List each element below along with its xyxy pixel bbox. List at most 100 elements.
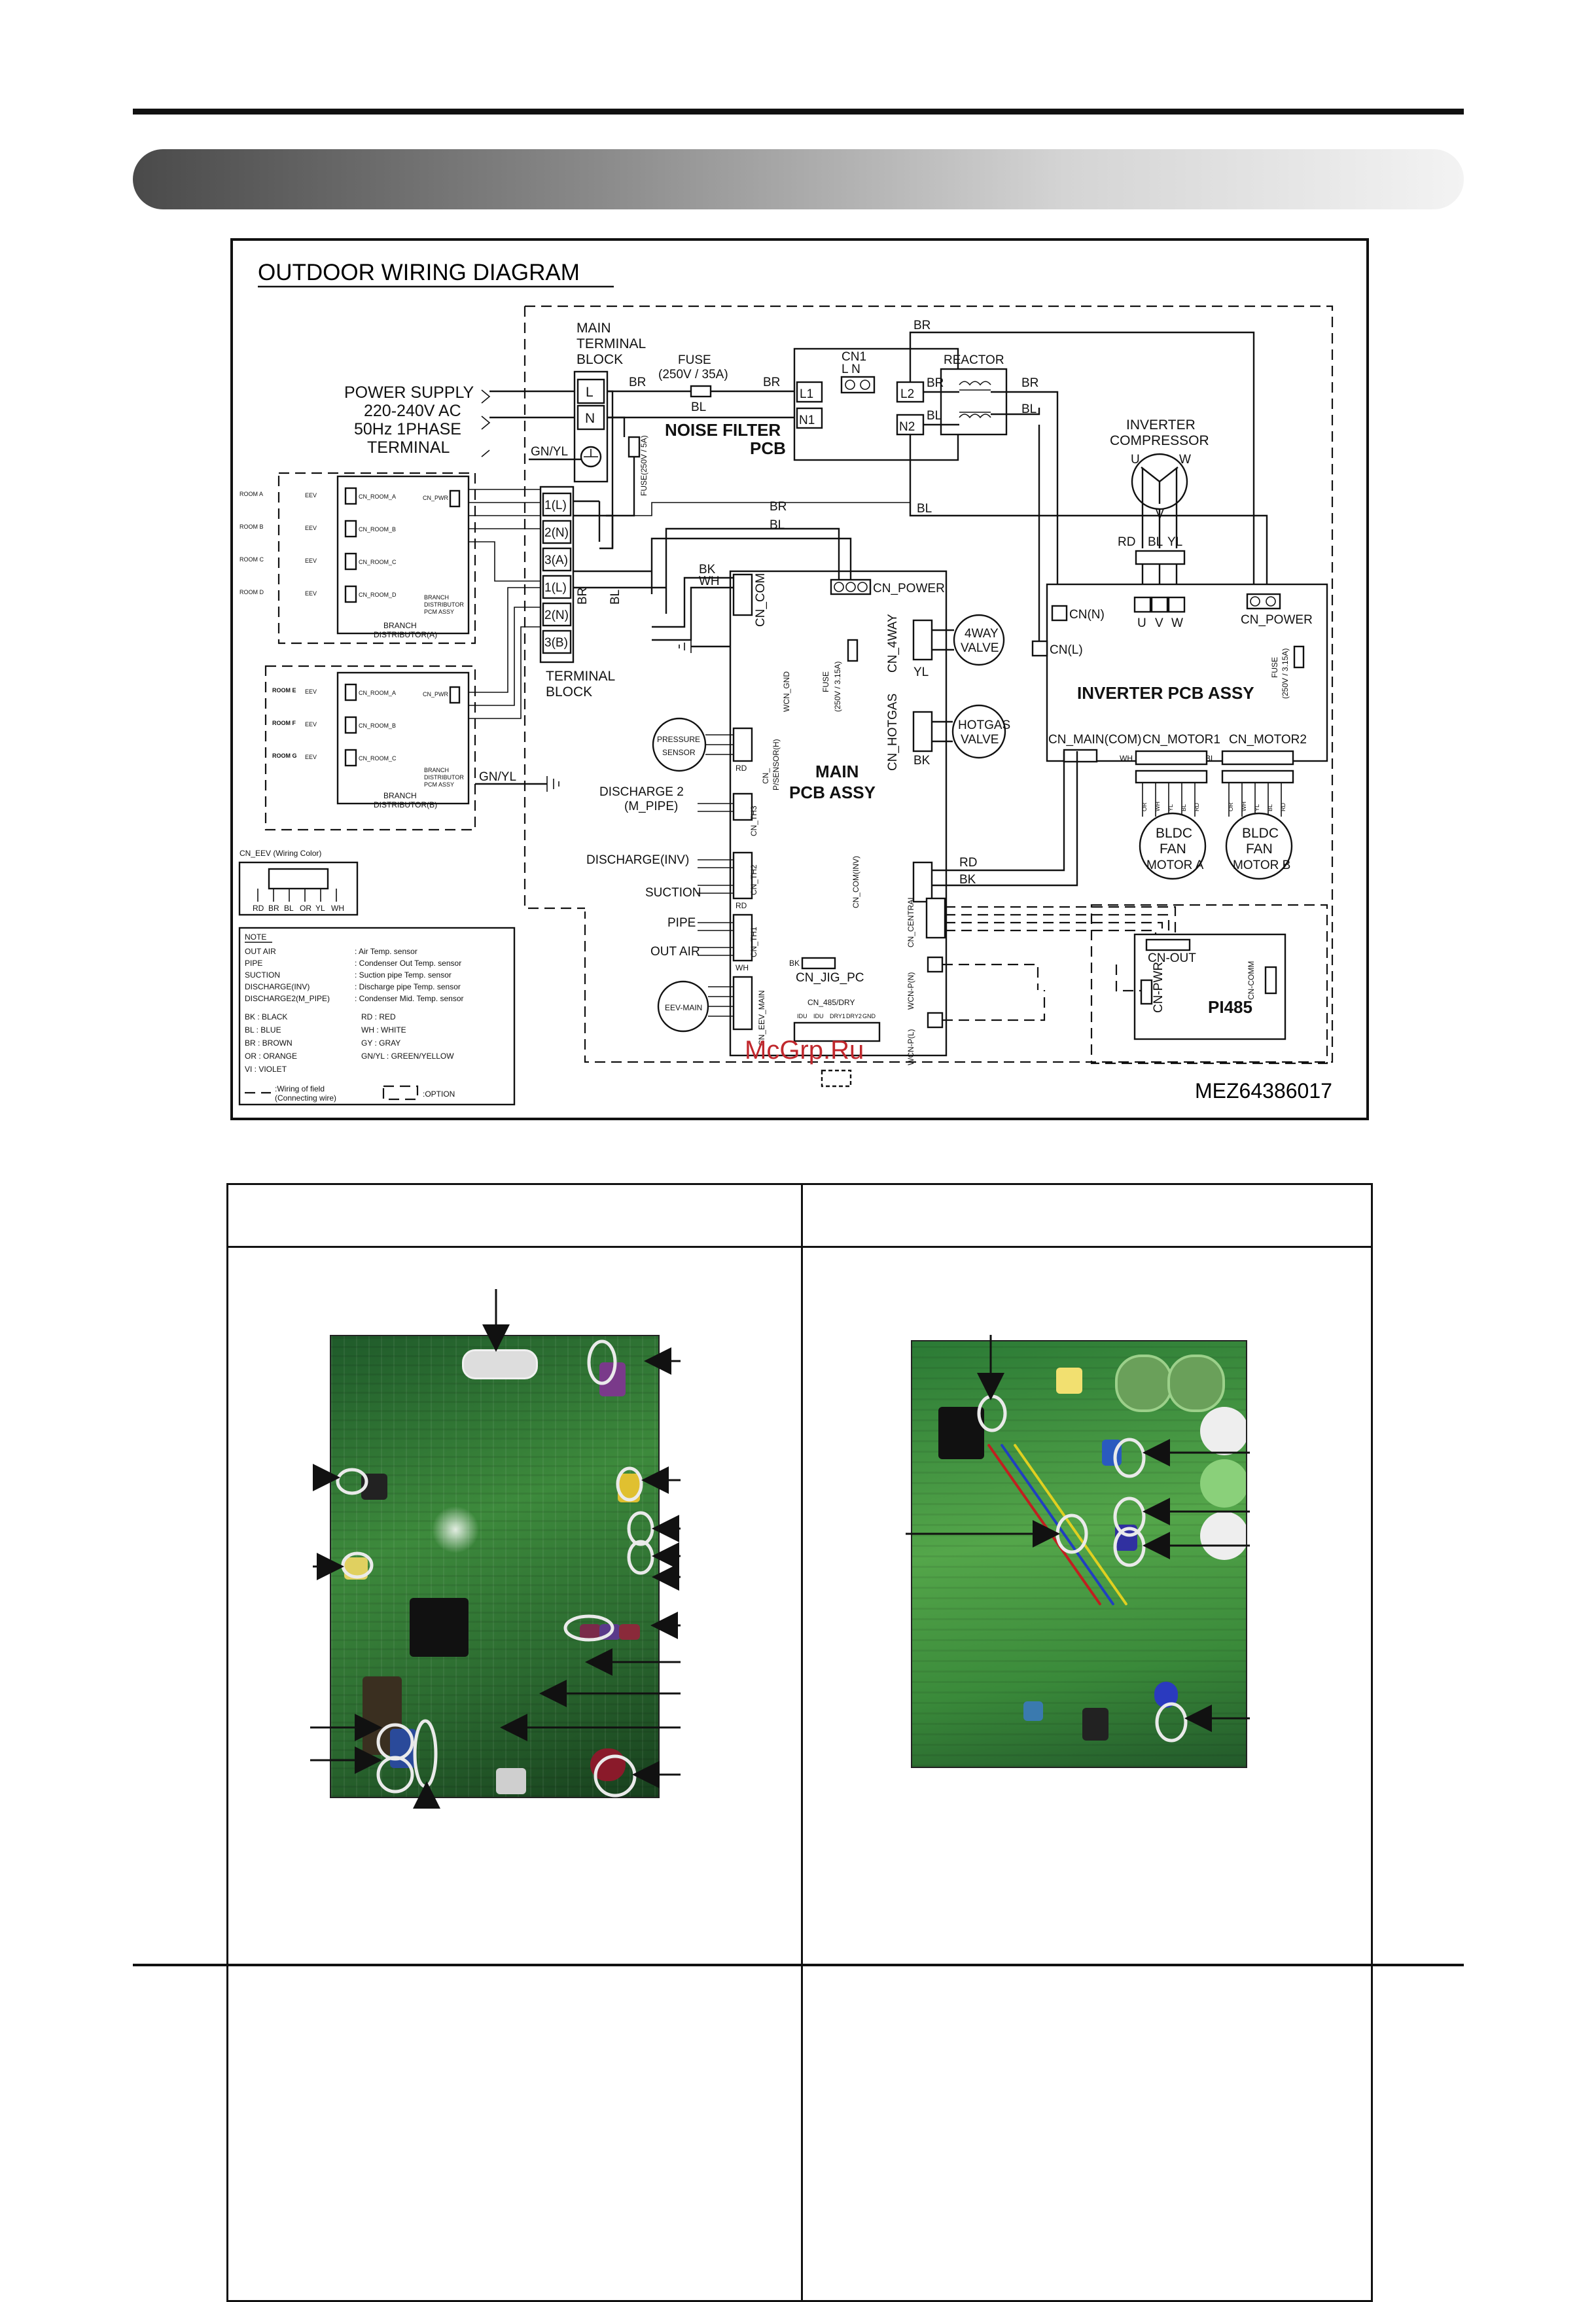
main-terminal-label-1: MAIN (576, 321, 611, 336)
branch-distributor-b-outline (264, 665, 476, 831)
terminal-block-label-1: TERMINAL (546, 669, 615, 684)
motor-pin-label: YL (1167, 804, 1174, 811)
motor-pin-label: RD (1280, 803, 1286, 811)
eev-label: EEV (305, 754, 317, 760)
eev-label: EEV (305, 492, 317, 499)
terminal-cell (542, 520, 572, 544)
compressor-label-1: INVERTER (1126, 417, 1196, 433)
cn-room-label: CN_ROOM_B (359, 526, 396, 533)
eev-color-label: OR (300, 904, 311, 913)
wire-br-1: BR (629, 376, 646, 389)
cn-out: CN-OUT (1148, 951, 1196, 965)
wire-br-4: BR (1021, 376, 1038, 390)
motor-pin-label: BL (1267, 804, 1273, 811)
room-label: ROOM E (272, 687, 296, 694)
note-color-right: GY : GRAY (361, 1038, 400, 1048)
fuse-main (690, 385, 712, 398)
cn-motor2: CN_MOTOR2 (1229, 733, 1307, 747)
motor-pin-label: RD (1194, 803, 1200, 811)
watermark: McGrp.Ru (745, 1036, 864, 1065)
cn-hotgas: CN_HOTGAS (886, 694, 900, 771)
cn-room-label: CN_ROOM_B (359, 722, 396, 729)
pressure-l1: PRESSURE (657, 735, 700, 744)
cn-room-label: CN_ROOM_A (359, 493, 396, 500)
note-sensor-desc: : Air Temp. sensor (355, 947, 417, 956)
terminal-cell-label: 3(A) (544, 554, 568, 567)
note-heading: NOTE (245, 932, 266, 942)
suction: SUCTION (645, 886, 701, 900)
wire-br-6: BR (770, 500, 787, 514)
comp-rd: RD (1118, 535, 1135, 549)
cn-485-dry: CN_485/DRY (807, 998, 855, 1007)
cn485-pin-label: IDU (797, 1013, 807, 1019)
room-label: ROOM A (239, 491, 263, 497)
cn-motor1: CN_MOTOR1 (1143, 733, 1220, 747)
cn-room-label: CN_ROOM_A (359, 690, 396, 696)
terminal-cell-label: 2(N) (544, 609, 569, 622)
room-label: ROOM B (239, 523, 264, 530)
wire-br-3: BR (927, 376, 944, 390)
terminal-cell-label: 2(N) (544, 526, 569, 540)
cn-room-connector (344, 749, 357, 767)
cn-l: CN(L) (1050, 643, 1083, 657)
wire-wh-2: WH (736, 963, 749, 972)
pcm-label: DISTRIBUTOR (424, 601, 464, 608)
legend-option: :OPTION (423, 1089, 455, 1099)
wire-bk-1: BK (699, 563, 716, 576)
discharge-inv: DISCHARGE(INV) (586, 853, 689, 867)
note-sensor-name: PIPE (245, 959, 262, 968)
branch-pwr-connector (449, 489, 461, 508)
motor-b-l1: BLDC (1242, 826, 1279, 841)
wiring-diagram: .ln{stroke:#111;stroke-width:2.4;fill:no… (230, 238, 1369, 1120)
dist-b-l2: DISTRIBUTOR(B) (374, 800, 437, 809)
noise-filter-pcb (793, 347, 959, 461)
cn-central: CN_CENTRAL (906, 895, 915, 947)
motor-pin-label: BL (1180, 804, 1187, 811)
pcm-label: DISTRIBUTOR (424, 774, 464, 781)
inv-v: V (1155, 616, 1163, 630)
compressor-u: U (1131, 453, 1140, 467)
eev-label: EEV (305, 558, 317, 564)
motor-b-l2: FAN (1246, 841, 1273, 857)
motor-a-l1: BLDC (1156, 826, 1192, 841)
wire-bk-4: BK (959, 873, 976, 887)
wire-bl-v: BL (609, 590, 622, 605)
note-sensor-name: DISCHARGE2(M_PIPE) (245, 994, 330, 1003)
wire-bk-3: BK (789, 959, 800, 968)
note-color-left: BR : BROWN (245, 1038, 293, 1048)
cn-4way: CN_4WAY (886, 614, 900, 673)
wire-bl-5: BL (770, 518, 785, 532)
eev-color-label: WH (331, 904, 344, 913)
comp-yl: YL (1167, 535, 1182, 549)
eev-label: EEV (305, 590, 317, 597)
note-box (238, 927, 516, 1106)
terminal-cell (542, 492, 572, 517)
cn-pwr: CN-PWR (1152, 962, 1165, 1013)
terminal-cell (542, 575, 572, 599)
branch-distributor-a (336, 475, 470, 635)
wcn-pl: WCN-P(L) (906, 1029, 915, 1065)
main-fuse-rating: (250V / 3.15A) (833, 662, 842, 712)
inv-u: U (1137, 616, 1146, 630)
note-sensor-desc: : Suction pipe Temp. sensor (355, 970, 452, 980)
main-terminal-label-2: TERMINAL (576, 336, 646, 351)
dist-a-l1: BRANCH (383, 621, 417, 630)
main-cn-com: CN_COM (754, 573, 768, 627)
room-label: ROOM G (272, 753, 297, 759)
power-supply-frequency: 50Hz 1PHASE (354, 420, 461, 438)
main-fuse-label: FUSE (821, 671, 830, 692)
noise-n1: N1 (799, 414, 815, 427)
branch-cn-pwr: CN_PWR (423, 495, 449, 501)
power-supply-label: POWER SUPPLY (344, 383, 474, 402)
note-sensor-name: OUT AIR (245, 947, 276, 956)
gnyl-label-b: GN/YL (479, 770, 516, 784)
motor-pin-label: YL (1254, 804, 1260, 811)
gnyl-label-top: GN/YL (531, 445, 568, 459)
compressor-w: W (1179, 453, 1191, 467)
hotgas-valve (951, 704, 1006, 759)
4way-valve (953, 614, 1005, 666)
pressure-sensor (652, 717, 707, 772)
cn-room-connector (344, 683, 357, 701)
room-label: ROOM D (239, 589, 264, 595)
note-color-left: BK : BLACK (245, 1012, 287, 1021)
